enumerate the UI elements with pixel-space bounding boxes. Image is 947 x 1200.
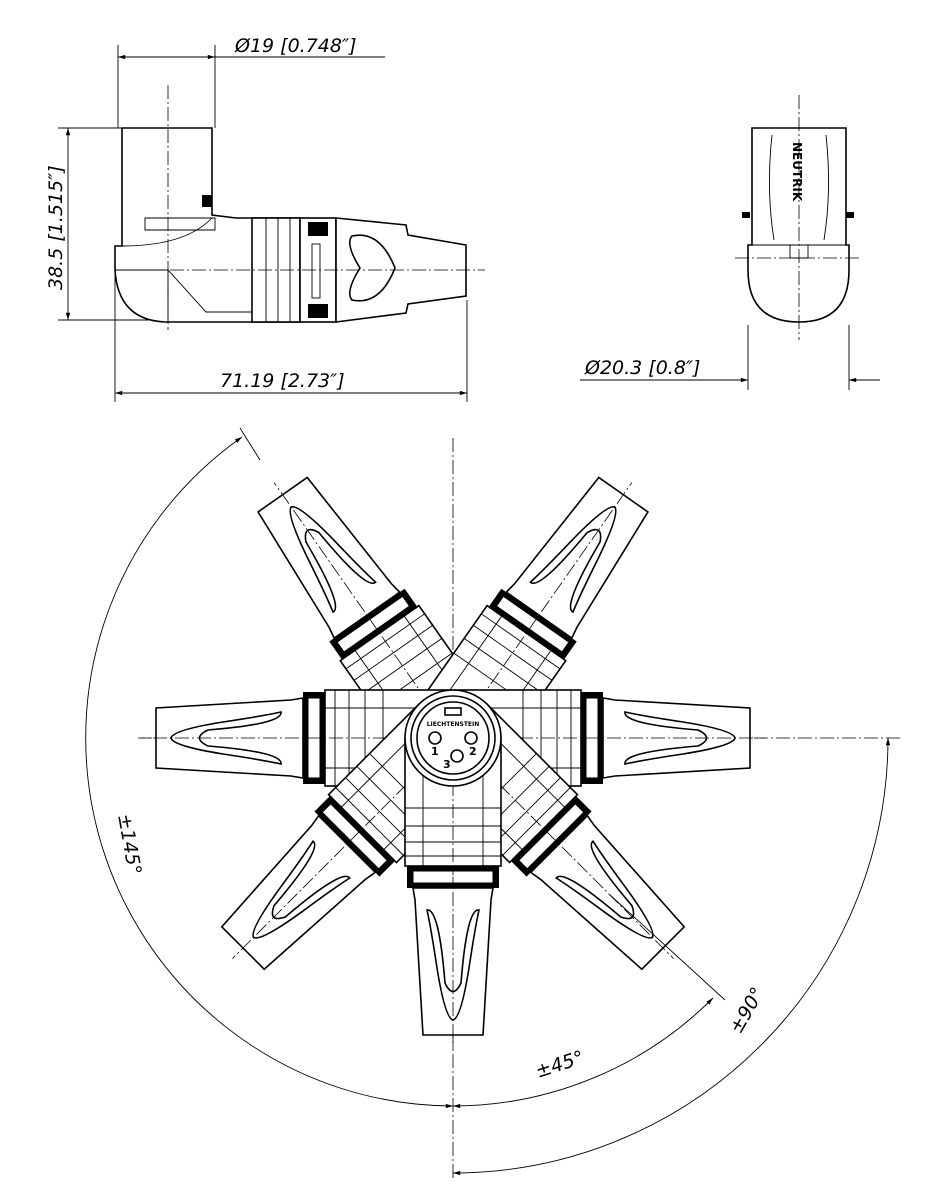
origin-label: LIECHTENSTEIN [427,721,480,728]
dimension-diameter-side: Ø20.3 [0.8″] [580,325,880,390]
front-brand-logo: NEUTRIK [431,875,476,885]
pin-3-label: 3 [443,758,451,771]
end-view-brand-logo: NEUTRIK [790,142,804,202]
dimension-height: 38.5 [1.515″] [45,127,150,321]
side-view-connector [114,85,485,330]
angle-90-label: ±90° [725,984,769,1038]
dimension-length-label: 71.19 [2.73″] [220,370,345,392]
dimension-diameter-top-label: Ø19 [0.748″] [234,35,357,57]
rotation-view: LIECHTENSTEIN 1 2 3 NEUTRIK [138,438,903,1178]
dimension-height-label: 38.5 [1.515″] [45,165,67,290]
pin-2-label: 2 [469,745,477,758]
pin-1-label: 1 [431,745,439,758]
dimension-diameter-side-label: Ø20.3 [0.8″] [584,357,700,379]
dimension-length: 71.19 [2.73″] [114,275,468,402]
end-view-connector: NEUTRIK [735,95,862,340]
angle-145-label: ±145° [113,812,145,877]
angle-45-label: ±45° [533,1047,587,1083]
dimension-diameter-top: Ø19 [0.748″] [117,35,385,128]
